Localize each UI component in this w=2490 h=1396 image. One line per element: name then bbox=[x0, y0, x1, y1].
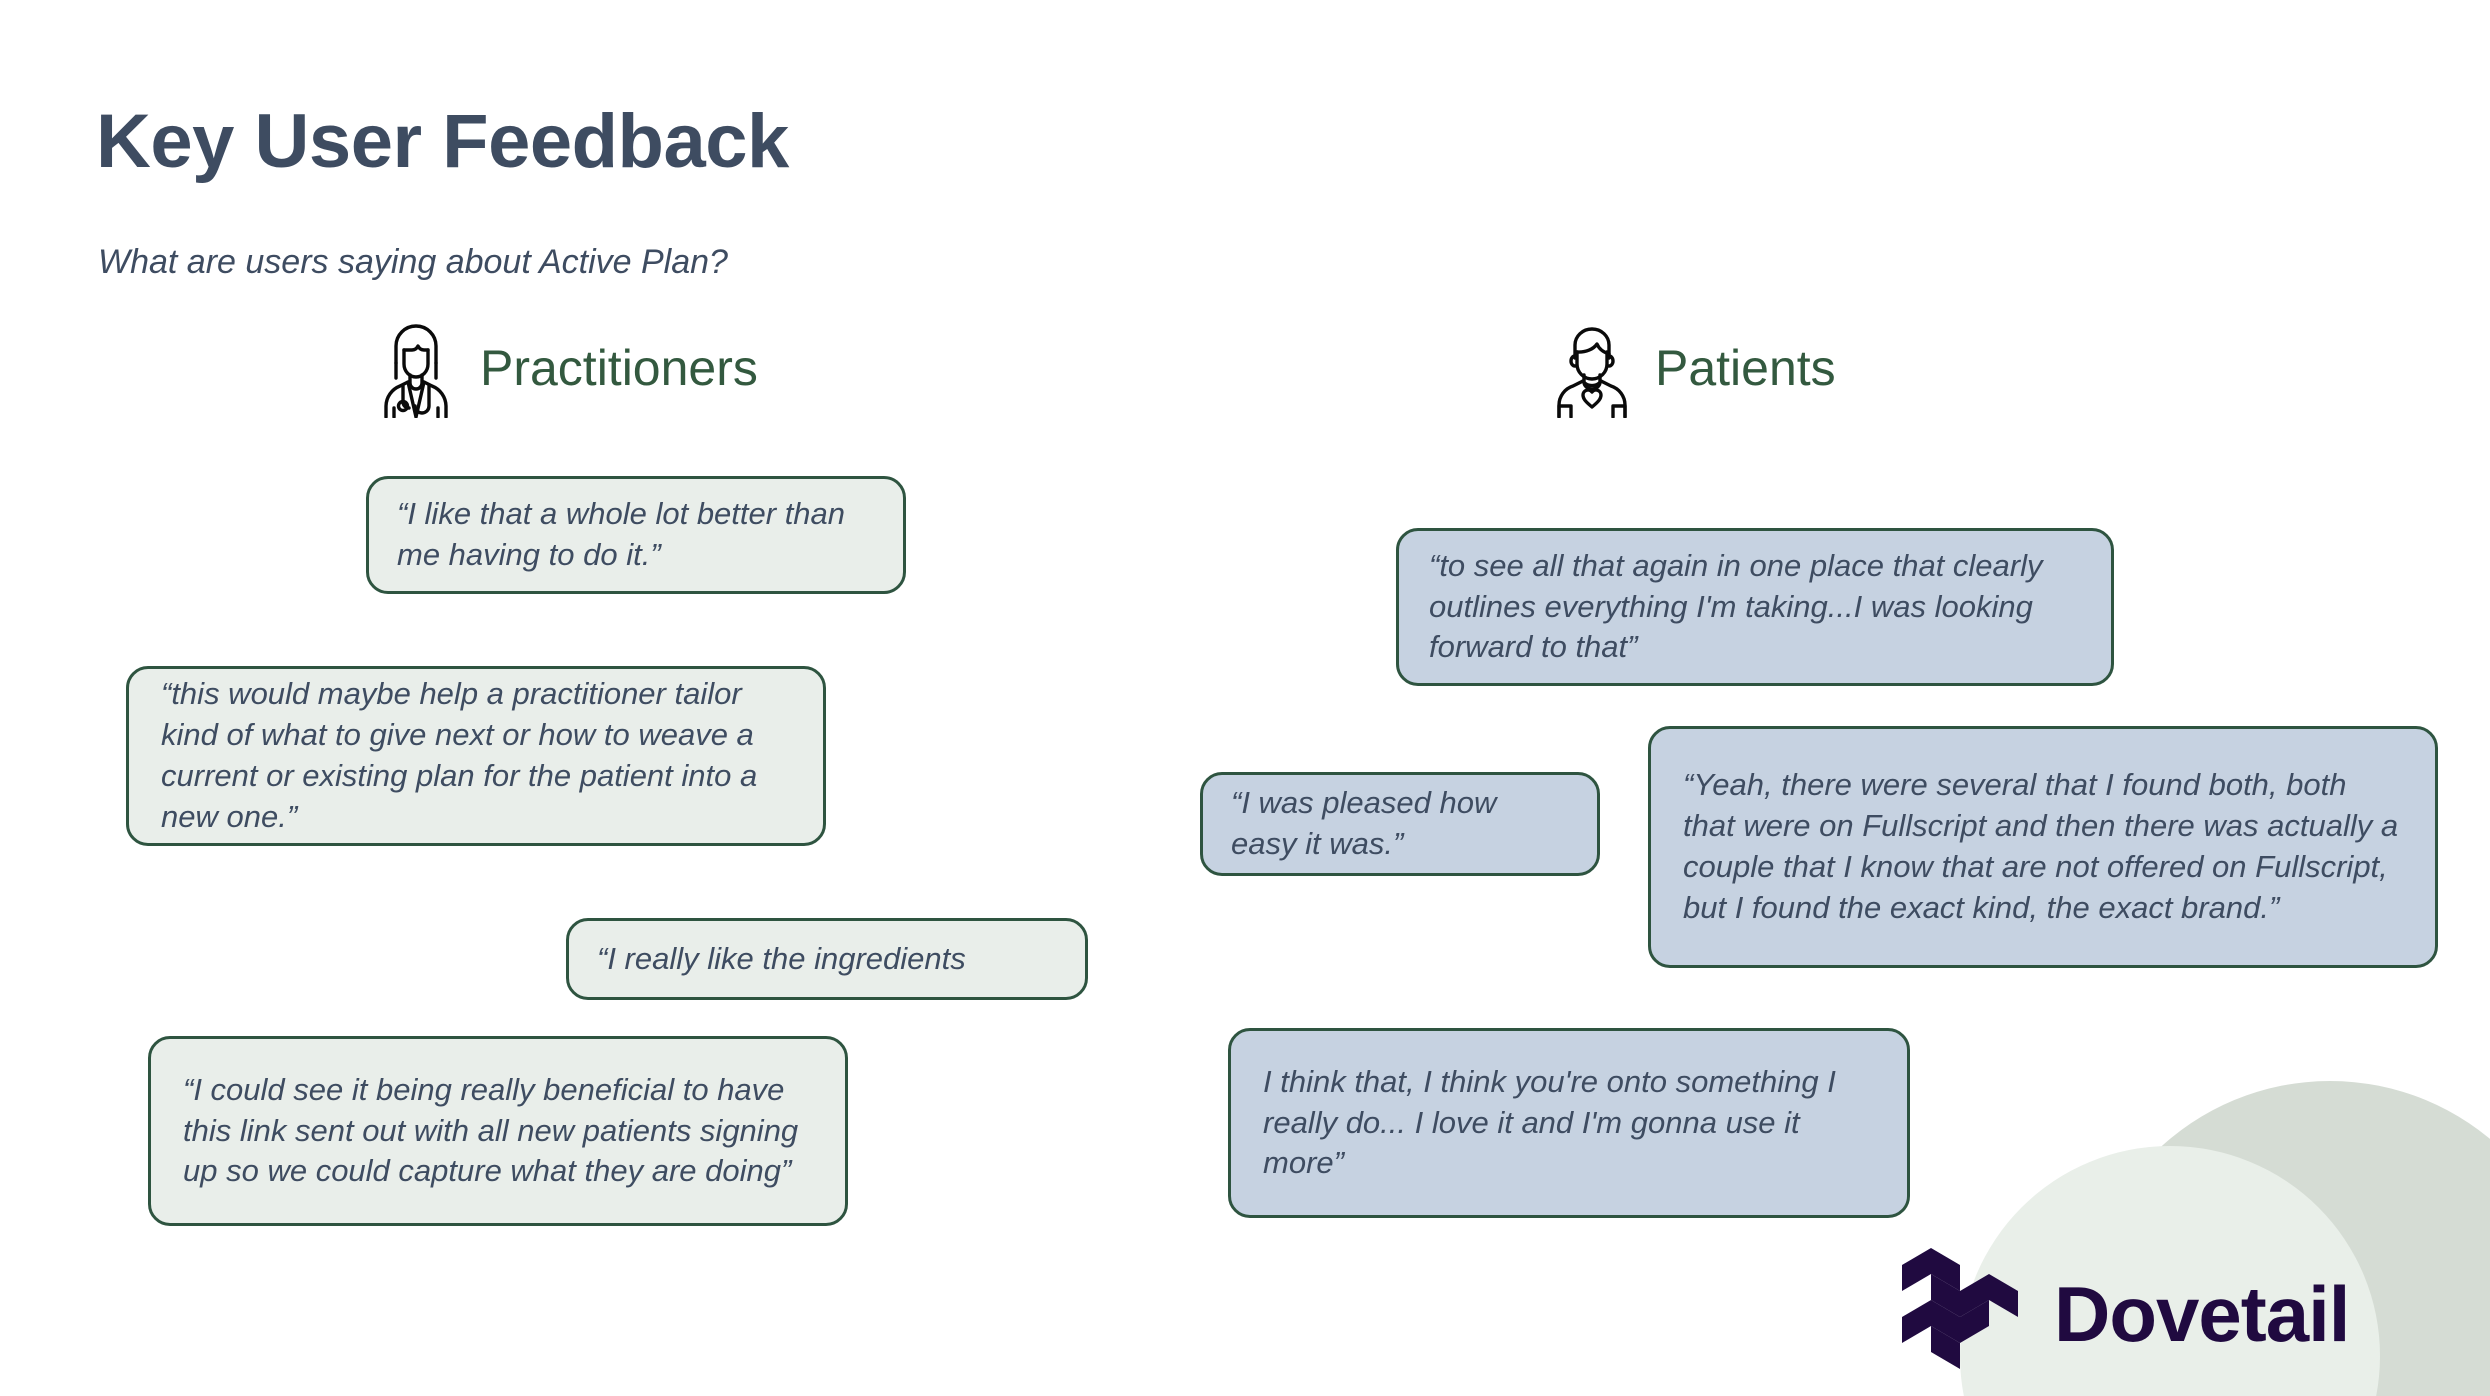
column-heading-label-patients: Patients bbox=[1655, 340, 1836, 396]
quote-bubble: “I was pleased how easy it was.” bbox=[1200, 772, 1600, 876]
quote-bubble: I think that, I think you're onto someth… bbox=[1228, 1028, 1910, 1218]
dovetail-mark-icon bbox=[1902, 1248, 2020, 1380]
quote-bubble: “I like that a whole lot better than me … bbox=[366, 476, 906, 594]
dovetail-wordmark: Dovetail bbox=[2054, 1269, 2350, 1358]
quote-text: “I was pleased how easy it was.” bbox=[1231, 785, 1497, 861]
page-title: Key User Feedback bbox=[96, 99, 789, 184]
quote-bubble: “this would maybe help a practitioner ta… bbox=[126, 666, 826, 846]
column-heading-patients: Patients bbox=[1545, 318, 1836, 419]
doctor-icon bbox=[370, 318, 462, 419]
quote-text: I think that, I think you're onto someth… bbox=[1263, 1063, 1836, 1181]
quote-bubble: “I really like the ingredients bbox=[566, 918, 1088, 1000]
quote-text: “to see all that again in one place that… bbox=[1429, 547, 2043, 665]
quote-bubble: “to see all that again in one place that… bbox=[1396, 528, 2114, 686]
page-subtitle: What are users saying about Active Plan? bbox=[98, 243, 728, 281]
dovetail-logo: Dovetail bbox=[1902, 1248, 2350, 1380]
patient-heart-icon bbox=[1545, 318, 1637, 419]
column-heading-practitioners: Practitioners bbox=[370, 318, 758, 419]
quote-text: “Yeah, there were several that I found b… bbox=[1683, 767, 2399, 925]
quote-text: “I like that a whole lot better than me … bbox=[397, 496, 846, 572]
column-heading-label-practitioners: Practitioners bbox=[480, 340, 758, 396]
quote-text: “this would maybe help a practitioner ta… bbox=[161, 676, 758, 834]
quote-bubble: “Yeah, there were several that I found b… bbox=[1648, 726, 2438, 968]
quote-text: “I could see it being really beneficial … bbox=[183, 1071, 799, 1189]
quote-bubble: “I could see it being really beneficial … bbox=[148, 1036, 848, 1226]
quote-text: “I really like the ingredients bbox=[597, 940, 966, 976]
